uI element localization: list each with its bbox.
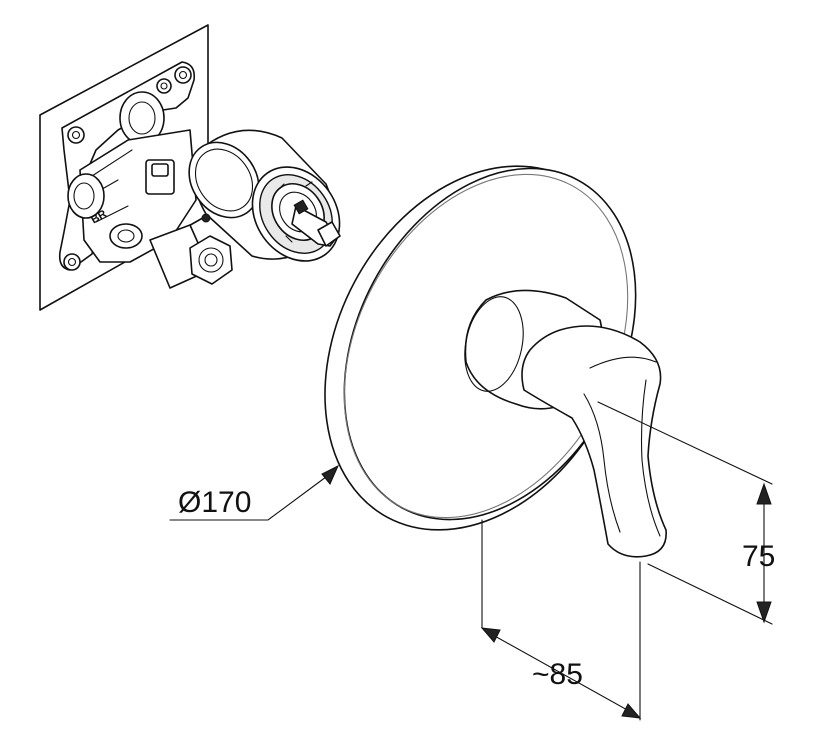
bracket-hole-mid [156, 78, 172, 94]
concealed-valve-body: BR [39, 24, 341, 311]
diameter-arrowhead [321, 464, 340, 485]
height-arrow-bottom [756, 601, 772, 624]
depth-arrow-right [621, 703, 642, 719]
lever-handle [521, 325, 667, 558]
lower-fitting [109, 223, 143, 249]
bracket-hole-bottom [63, 253, 81, 271]
height-label: 75 [742, 540, 775, 573]
dimension-depth: ~85 [480, 519, 642, 721]
dimension-height: 75 [597, 401, 775, 625]
diameter-label: Ø170 [178, 486, 251, 519]
side-port [67, 173, 105, 219]
dimension-diameter: Ø170 [169, 464, 340, 521]
mixer-trim [324, 165, 667, 558]
depth-label: ~85 [532, 658, 583, 691]
bracket-hole-left-top [67, 126, 85, 144]
depth-arrow-left [480, 627, 501, 643]
bracket-hole-top [174, 66, 192, 84]
cartridge-pin [201, 213, 211, 223]
cartridge-rear-rim [188, 141, 260, 219]
hex-nut [189, 235, 233, 285]
height-arrow-top [756, 482, 772, 505]
